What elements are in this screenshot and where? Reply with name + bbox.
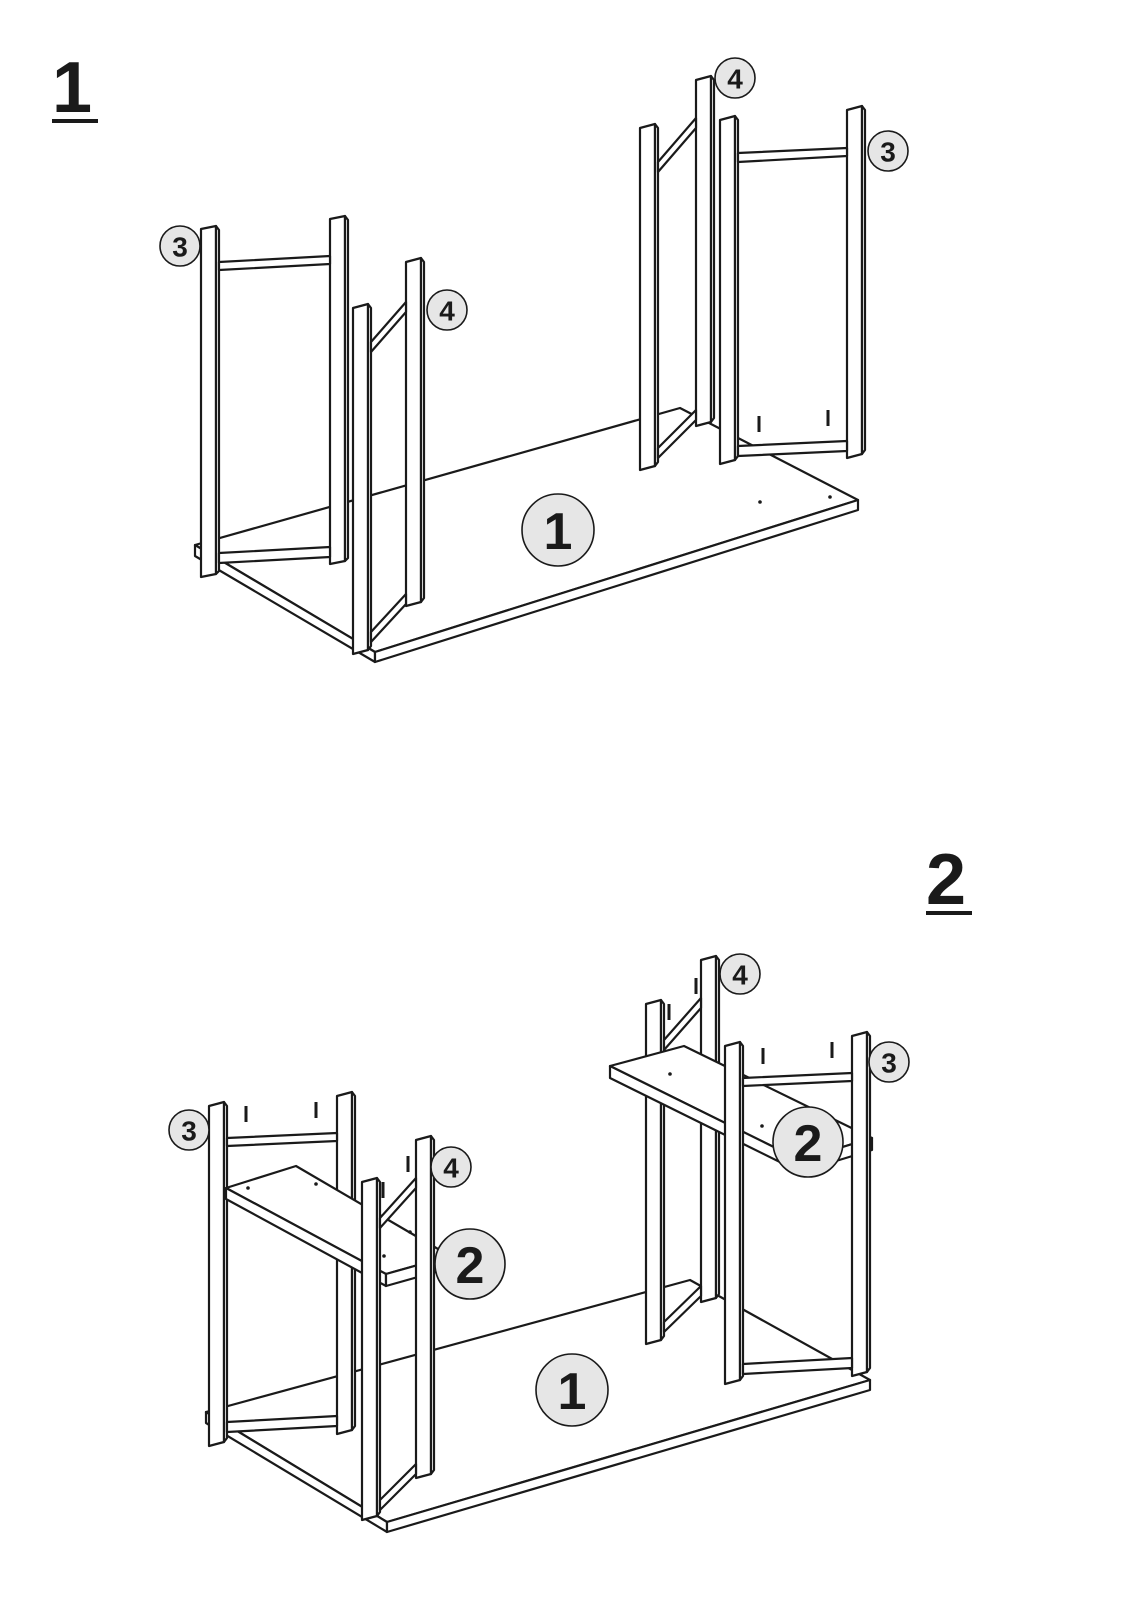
callout-part-3-label: 3 bbox=[880, 137, 896, 168]
callout-part-3-label: 3 bbox=[881, 1048, 897, 1079]
callout-part-1: 1 bbox=[522, 494, 594, 566]
callout-part-4-left: 4 bbox=[431, 1147, 471, 1187]
callout-part-4-right: 4 bbox=[720, 954, 760, 994]
callout-part-4-right: 4 bbox=[715, 58, 755, 98]
callout-part-1-label: 1 bbox=[558, 1363, 587, 1421]
hole bbox=[758, 500, 762, 504]
callout-part-4-label: 4 bbox=[727, 64, 743, 95]
callout-part-4-label: 4 bbox=[443, 1153, 459, 1184]
callout-part-2-left: 2 bbox=[435, 1229, 505, 1299]
hole bbox=[828, 495, 832, 499]
callout-part-3-right: 3 bbox=[868, 131, 908, 171]
hole bbox=[408, 1230, 412, 1234]
callout-part-3-left: 3 bbox=[169, 1110, 209, 1150]
step-2-top-board bbox=[206, 1280, 870, 1532]
callout-part-1-label: 1 bbox=[544, 503, 573, 561]
callout-part-3-right: 3 bbox=[869, 1042, 909, 1082]
callout-part-2-label: 2 bbox=[456, 1237, 485, 1295]
callout-part-4-label: 4 bbox=[439, 296, 455, 327]
callout-part-1: 1 bbox=[536, 1354, 608, 1426]
hole bbox=[314, 1182, 318, 1186]
callout-part-4-left: 4 bbox=[427, 290, 467, 330]
hole bbox=[668, 1072, 672, 1076]
hole bbox=[246, 1186, 250, 1190]
callout-part-2-right: 2 bbox=[773, 1107, 843, 1177]
hole bbox=[760, 1124, 764, 1128]
callout-part-2-label: 2 bbox=[794, 1115, 823, 1173]
step-1-number: 1 bbox=[52, 48, 92, 128]
callout-part-3-label: 3 bbox=[181, 1116, 197, 1147]
callout-part-3-left: 3 bbox=[160, 226, 200, 266]
step-1: 1 bbox=[52, 48, 908, 662]
step-2: 2 bbox=[169, 840, 972, 1532]
callout-part-3-label: 3 bbox=[172, 232, 188, 263]
step-1-right-side-frame bbox=[720, 106, 865, 464]
callout-part-4-label: 4 bbox=[732, 960, 748, 991]
step-2-number: 2 bbox=[926, 840, 966, 920]
hole bbox=[382, 1254, 386, 1258]
